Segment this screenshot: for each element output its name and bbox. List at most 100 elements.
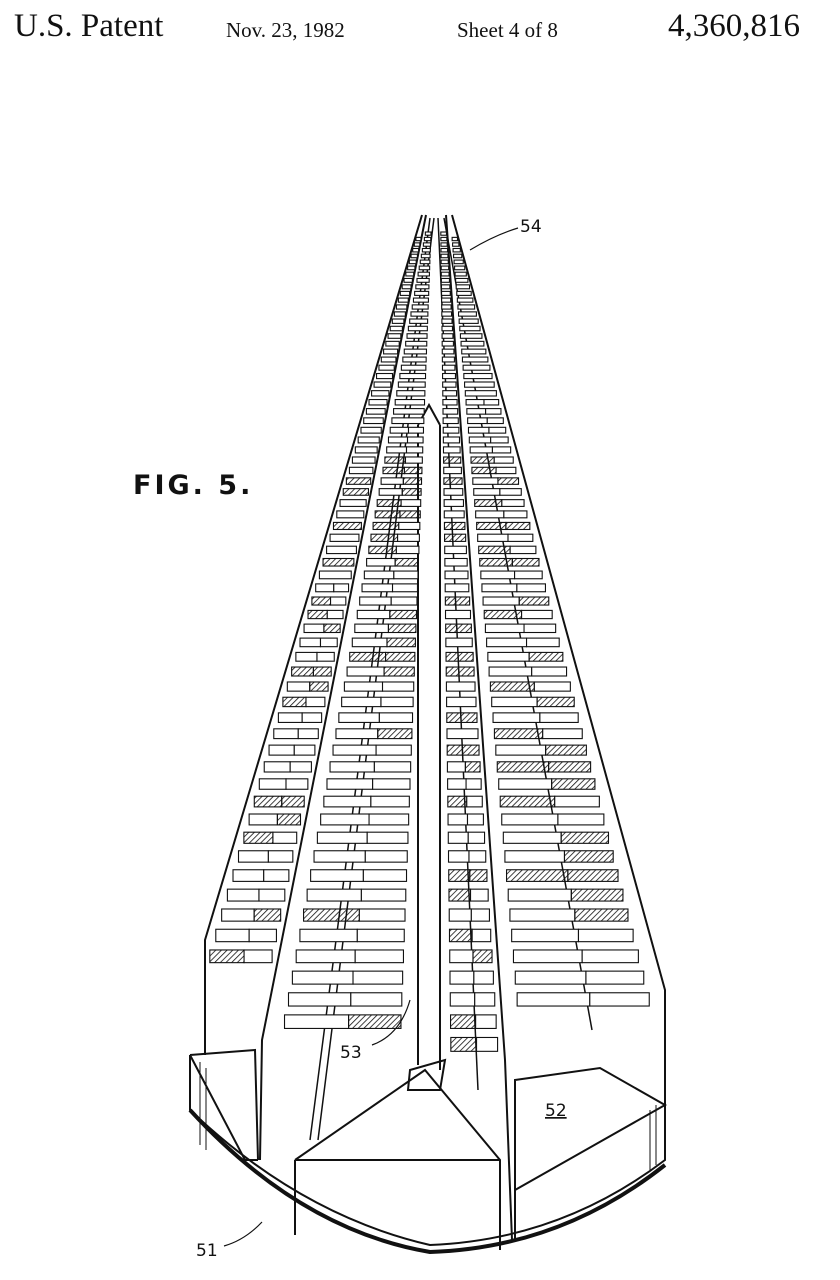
window — [243, 949, 273, 964]
window — [258, 778, 287, 790]
ref-54: 54 — [520, 217, 542, 237]
window — [486, 417, 504, 425]
window — [341, 696, 382, 708]
window — [501, 499, 525, 507]
window — [570, 888, 624, 902]
window — [542, 728, 583, 740]
window — [383, 666, 415, 677]
window — [589, 992, 650, 1007]
window — [440, 277, 450, 283]
window — [468, 436, 492, 444]
window — [479, 557, 513, 567]
window — [301, 712, 323, 723]
window — [467, 426, 490, 434]
window — [419, 259, 431, 265]
window — [389, 609, 418, 620]
window — [420, 253, 431, 259]
window — [480, 570, 516, 580]
window — [399, 372, 427, 380]
window — [474, 992, 496, 1007]
window — [496, 761, 550, 773]
window — [248, 813, 278, 826]
window — [458, 318, 479, 324]
window — [221, 908, 255, 922]
window — [320, 813, 370, 826]
window — [490, 436, 509, 444]
window — [295, 651, 318, 662]
window — [422, 242, 432, 247]
base-rim — [188, 1108, 667, 1255]
window — [483, 398, 500, 406]
base-wall — [189, 1055, 666, 1247]
window — [383, 348, 399, 355]
window — [505, 869, 569, 882]
window — [495, 744, 547, 756]
window — [456, 297, 474, 303]
window — [406, 333, 428, 339]
window — [449, 992, 476, 1007]
window — [410, 253, 418, 259]
window — [409, 318, 429, 324]
window — [397, 533, 420, 542]
window — [482, 596, 520, 606]
window — [277, 712, 303, 723]
window — [507, 888, 572, 902]
window — [531, 666, 568, 677]
window — [442, 417, 459, 425]
window — [443, 499, 465, 507]
window — [521, 609, 553, 620]
window — [447, 795, 468, 808]
window — [356, 609, 391, 620]
patent-number: 4,360,816 — [668, 8, 800, 44]
leader-51 — [223, 1221, 263, 1247]
window — [444, 545, 467, 555]
window — [306, 888, 362, 902]
window — [442, 446, 461, 454]
window — [478, 545, 511, 555]
window — [557, 813, 605, 826]
window — [498, 778, 553, 790]
window — [440, 236, 448, 242]
window — [407, 265, 416, 271]
window — [443, 466, 462, 475]
window — [394, 398, 426, 406]
window — [389, 325, 403, 332]
tower-outline — [188, 214, 668, 1255]
window — [326, 778, 374, 790]
window — [405, 446, 424, 454]
window — [548, 761, 592, 773]
window — [291, 970, 354, 985]
window — [303, 623, 325, 634]
window — [373, 381, 392, 388]
window — [476, 521, 507, 531]
window — [360, 426, 382, 434]
window — [415, 284, 430, 290]
window — [440, 284, 451, 290]
window — [268, 744, 295, 756]
window — [516, 583, 546, 593]
window — [528, 651, 564, 662]
window — [403, 348, 428, 355]
window — [396, 390, 426, 397]
window — [463, 372, 493, 380]
window — [243, 831, 274, 844]
window — [461, 348, 487, 355]
window — [484, 623, 525, 634]
window — [421, 247, 431, 253]
window — [457, 311, 477, 317]
window — [303, 908, 360, 922]
window — [477, 533, 509, 542]
window — [412, 297, 429, 303]
window — [402, 477, 423, 485]
window — [448, 908, 472, 922]
window — [488, 426, 507, 434]
window — [382, 466, 405, 475]
window — [299, 928, 358, 943]
right-ridge — [445, 214, 513, 1241]
window — [442, 408, 459, 415]
window — [469, 446, 493, 454]
window — [514, 970, 587, 985]
window — [443, 488, 464, 496]
window — [326, 609, 344, 620]
window — [322, 557, 355, 567]
